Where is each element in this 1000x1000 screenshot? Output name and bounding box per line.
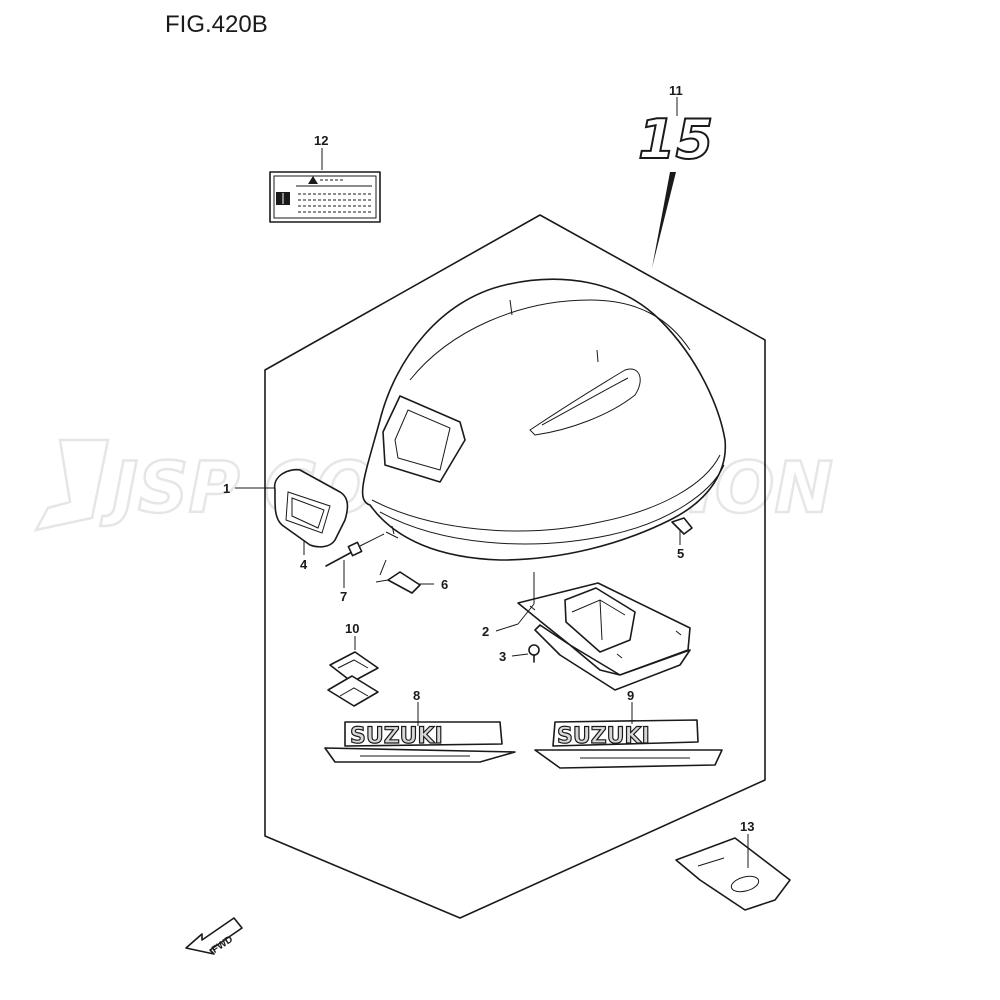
engine-cover-part [361,278,727,561]
suzuki-decal-left-text: SUZUKI [350,724,443,749]
cover-bolt-part [325,525,399,567]
model-number-decal-part: 15 [637,107,714,268]
figure-title: FIG.420B [165,11,268,38]
callout-13: 13 [740,819,754,834]
leader-lines [235,97,749,868]
s-emblem-part [327,651,379,707]
callout-5: 5 [677,546,684,561]
screw-part [528,644,540,663]
callout-6: 6 [441,577,448,592]
callout-11: 11 [669,83,683,98]
suzuki-decal-right-part: SUZUKI [534,719,723,769]
suzuki-decal-right-text: SUZUKI [557,724,650,749]
bracket-part [375,559,421,594]
lower-tray-part [517,582,691,691]
callout-7: 7 [340,589,347,604]
callout-9: 9 [627,688,634,703]
sheet-part [675,837,791,911]
suzuki-decal-left-part: SUZUKI [324,721,516,763]
callout-2: 2 [482,624,489,639]
model-number-text: 15 [638,108,713,171]
callout-4: 4 [300,557,308,572]
callout-10: 10 [345,621,359,636]
decal-pointer [652,172,676,268]
intake-grommet-part [274,468,349,548]
callout-12: 12 [314,133,328,148]
warning-label-part [269,171,381,223]
warning-triangle-icon [308,176,318,184]
fwd-direction-arrow: FWD [185,917,243,956]
callout-1: 1 [223,481,230,496]
assembly-outline [264,214,766,919]
callout-3: 3 [499,649,506,664]
callout-8: 8 [413,688,420,703]
